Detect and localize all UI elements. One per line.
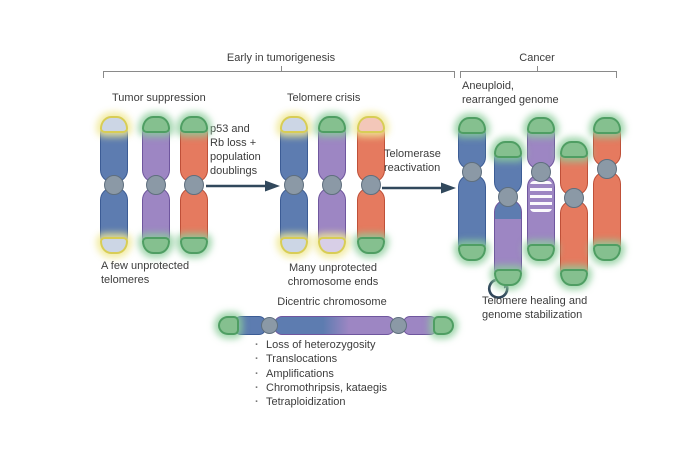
bracket-cancer-right-tick xyxy=(615,71,617,78)
telomere-cap-protected xyxy=(494,141,522,158)
bracket-early-center-tick xyxy=(281,66,283,71)
bracket-cancer xyxy=(460,71,617,73)
bracket-cancer-left-tick xyxy=(460,71,462,78)
arrow-label-p53: p53 and Rb loss + population doublings xyxy=(210,123,261,177)
centromere xyxy=(146,175,166,195)
telomere-cap-protected xyxy=(458,244,486,261)
centromere xyxy=(597,159,617,179)
caption-tumor-suppression: A few unprotected telomeres xyxy=(101,260,190,286)
consequences-list: Loss of heterozygosityTranslocationsAmpl… xyxy=(253,338,387,410)
centromere xyxy=(322,175,342,195)
centromere xyxy=(462,162,482,182)
chromosome-ca-blue xyxy=(458,117,486,261)
chromothripsis-stripes xyxy=(530,181,552,212)
telomere-cap-protected xyxy=(527,117,555,134)
centromere xyxy=(390,317,407,334)
dicentric-label: Dicentric chromosome xyxy=(277,296,387,308)
chromosome-tc-blue xyxy=(280,116,308,254)
centromere xyxy=(564,188,584,208)
telomere-cap-unprotected xyxy=(100,116,128,133)
bracket-early xyxy=(103,71,455,73)
chromosome-ts-purple xyxy=(142,116,170,254)
telomere-cap-protected xyxy=(142,116,170,133)
caption-telomere-healing: Telomere healing and genome stabilizatio… xyxy=(482,295,588,321)
telomere-cap-protected xyxy=(560,269,588,286)
bracket-cancer-center-tick xyxy=(537,66,539,71)
telomere-cap-protected xyxy=(593,117,621,134)
stage-title-telomere-crisis: Telomere crisis xyxy=(287,92,361,104)
telomere-cap-unprotected xyxy=(318,237,346,254)
telomere-cap-protected xyxy=(180,116,208,133)
centromere xyxy=(284,175,304,195)
telomere-cap-protected xyxy=(180,237,208,254)
arrow-label-telomerase: Telomerase reactivation xyxy=(384,148,441,174)
chromosome-arm-fused xyxy=(274,316,395,335)
stage-title-cancer-genome: Aneuploid, rearranged genome xyxy=(462,80,559,106)
telomere-cap-protected xyxy=(560,141,588,158)
telomere-cap-protected xyxy=(357,237,385,254)
centromere xyxy=(104,175,124,195)
consequence-item: Chromothripsis, kataegis xyxy=(253,381,387,396)
chromosome-tc-orange xyxy=(357,116,385,254)
centromere xyxy=(531,162,551,182)
bracket-label-cancer: Cancer xyxy=(519,52,555,64)
centromere xyxy=(184,175,204,195)
bracket-early-left-tick xyxy=(103,71,105,78)
arrow-right-icon xyxy=(382,182,456,194)
centromere xyxy=(361,175,381,195)
telomere-cap-protected xyxy=(527,244,555,261)
telomere-cap-protected xyxy=(318,116,346,133)
telomere-cap-unprotected xyxy=(280,116,308,133)
telomere-cap-unprotected xyxy=(100,237,128,254)
consequence-item: Tetraploidization xyxy=(253,395,387,410)
bracket-label-early: Early in tumorigenesis xyxy=(226,52,336,64)
telomere-cap-protected xyxy=(142,237,170,254)
chromosome-ts-blue xyxy=(100,116,128,254)
chromosome-ca-chromothripsis xyxy=(527,117,555,261)
telomere-cap-protected xyxy=(458,117,486,134)
arrow-right-icon xyxy=(206,180,280,192)
consequence-item: Amplifications xyxy=(253,367,387,382)
centromere xyxy=(261,317,278,334)
chromosome-tc-purple xyxy=(318,116,346,254)
telomere-cap-protected xyxy=(494,269,522,286)
consequence-item: Loss of heterozygosity xyxy=(253,338,387,353)
bracket-early-right-tick xyxy=(453,71,455,78)
chromosome-ca-orange-short xyxy=(560,141,588,286)
centromere xyxy=(498,187,518,207)
telomere-cap-protected xyxy=(218,316,239,335)
chromosome-arm xyxy=(403,316,437,335)
chromosome-ca-orange-tall xyxy=(593,117,621,261)
telomere-cap-protected xyxy=(593,244,621,261)
stage-title-tumor-suppression: Tumor suppression xyxy=(112,92,206,104)
chromosome-arm xyxy=(527,175,555,260)
telomere-cap-unprotected xyxy=(357,116,385,133)
telomere-cap-unprotected xyxy=(280,237,308,254)
chromosome-ts-orange xyxy=(180,116,208,254)
telomere-cap-protected xyxy=(433,316,454,335)
dicentric-chromosome xyxy=(218,316,454,335)
caption-telomere-crisis: Many unprotected chromosome ends xyxy=(287,262,379,288)
consequence-item: Translocations xyxy=(253,352,387,367)
chromosome-ca-translocated xyxy=(494,141,522,286)
